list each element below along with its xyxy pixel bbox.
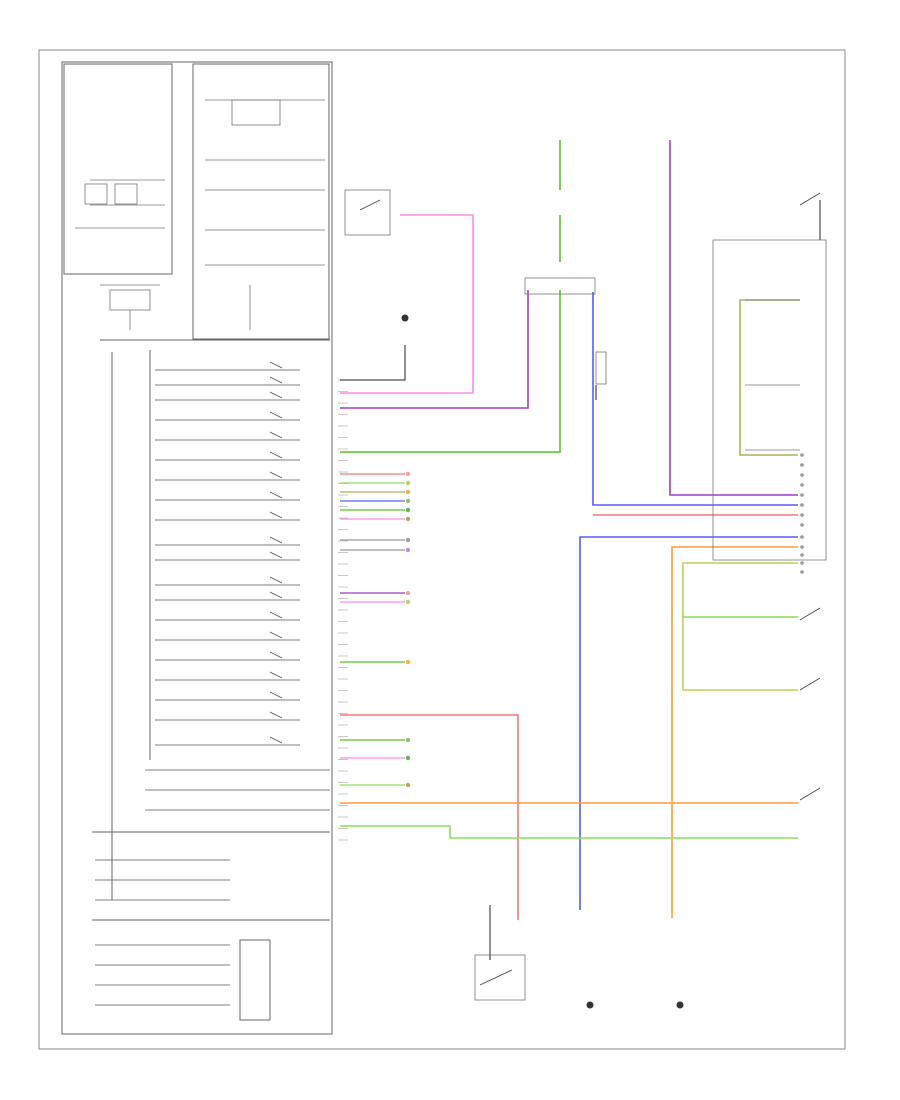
- switch-icon: [799, 607, 821, 621]
- connector-pin-column: [338, 379, 348, 841]
- right-pin-dot-10: [800, 553, 804, 557]
- right-pin-dot-2: [800, 473, 804, 477]
- gauge-contact-5: [269, 451, 283, 459]
- switch-contacts: [359, 192, 821, 986]
- switch-icon: [799, 787, 821, 801]
- connector-dot-5: [405, 516, 411, 522]
- upper-left-module: [75, 99, 325, 330]
- gauge-contact-9: [269, 536, 283, 544]
- ground-icon: [676, 1001, 684, 1009]
- gauge-contact-3: [269, 411, 283, 419]
- gauge-contact-12: [269, 591, 283, 599]
- gauge-contact-19: [269, 736, 283, 744]
- gauge-contact-4: [269, 431, 283, 439]
- gauge-contact-17: [269, 691, 283, 699]
- connector-dot-3: [405, 498, 411, 504]
- gauge-contact-10: [269, 551, 283, 559]
- switch-icon: [799, 677, 821, 691]
- right-pin-dot-3: [800, 483, 804, 487]
- right-pin-dot-6: [800, 513, 804, 517]
- gauge-contact-7: [269, 491, 283, 499]
- connector-dot-2: [405, 489, 411, 495]
- wire-green-1: [340, 290, 561, 453]
- switch-icon: [479, 969, 513, 986]
- connector-dot-1: [405, 480, 411, 486]
- gauge-contact-1: [269, 376, 283, 384]
- wire-pink: [340, 214, 474, 394]
- right-components: [344, 189, 827, 1001]
- right-pin-dot-4: [800, 493, 804, 497]
- switch-icon: [799, 192, 821, 206]
- gauge-contact-16: [269, 671, 283, 679]
- gauge-contact-2: [269, 391, 283, 399]
- wire-olive: [739, 299, 800, 456]
- connector-dot-9: [405, 599, 411, 605]
- connector-dot-11: [405, 737, 411, 743]
- gauge-contact-13: [269, 611, 283, 619]
- gauge-contact-14: [269, 631, 283, 639]
- connector-dot-8: [405, 590, 411, 596]
- gauge-contact-18: [269, 711, 283, 719]
- right-pin-dot-8: [800, 535, 804, 539]
- right-pin-dot-12: [800, 570, 804, 574]
- right-pin-dot-0: [800, 453, 804, 457]
- wire-black-1: [340, 345, 406, 381]
- wire-lightgreen: [340, 825, 798, 839]
- connector-dot-7: [405, 547, 411, 553]
- connector-dot-12: [405, 755, 411, 761]
- cluster-gauge-lines: [95, 361, 330, 1006]
- right-pin-dot-9: [800, 545, 804, 549]
- connector-dot-13: [405, 782, 411, 788]
- diagram-border: [38, 49, 846, 1050]
- wire-orange-2: [671, 546, 798, 918]
- right-pin-dot-1: [800, 463, 804, 467]
- ground-icon: [401, 314, 409, 322]
- wire-blue-2: [579, 536, 798, 910]
- connector-dot-4: [405, 507, 411, 513]
- connector-dots: [405, 453, 804, 788]
- ground-icon: [586, 1001, 594, 1009]
- connector-dot-0: [405, 471, 411, 477]
- gauge-contact-8: [269, 511, 283, 519]
- wire-blue-1: [592, 292, 798, 506]
- right-pin-dot-5: [800, 503, 804, 507]
- connector-dot-10: [405, 659, 411, 665]
- instrument-cluster-block: [61, 61, 333, 1035]
- right-pin-dot-7: [800, 523, 804, 527]
- wire-violet-1: [340, 290, 529, 409]
- right-pin-dot-11: [800, 561, 804, 565]
- gauge-contact-11: [269, 576, 283, 584]
- wire-harness: [340, 140, 821, 960]
- wire-violet-2: [669, 140, 798, 496]
- gauge-contact-0: [269, 361, 283, 369]
- wire-red-2: [340, 714, 519, 920]
- ground-points: [401, 314, 684, 1009]
- connector-dot-6: [405, 537, 411, 543]
- gauge-contact-6: [269, 471, 283, 479]
- switch-icon: [359, 199, 381, 211]
- wire-yellowgreen-1: [682, 562, 798, 691]
- gauge-contact-15: [269, 651, 283, 659]
